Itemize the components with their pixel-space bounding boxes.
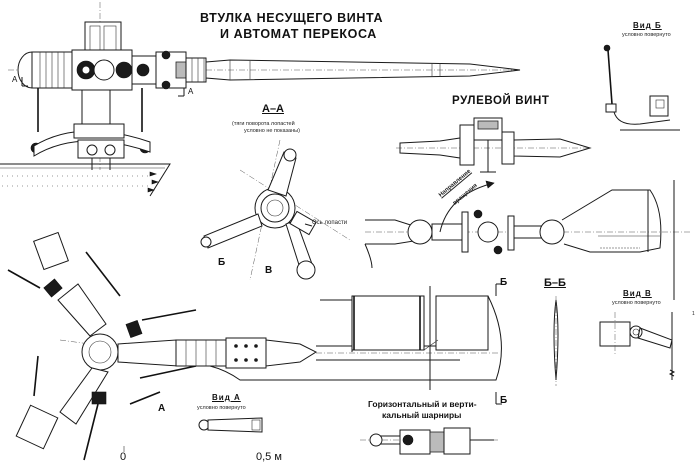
marker-b-top: Б <box>500 277 508 288</box>
title-line2: И АВТОМАТ ПЕРЕКОСА <box>220 27 377 41</box>
view-b-note: условно повернуто <box>622 32 671 38</box>
section-aa-label: А–А <box>262 103 285 115</box>
tail-rotor-title: РУЛЕВОЙ ВИНТ <box>452 95 550 107</box>
tail-rotor-side-view <box>364 180 690 300</box>
marker-b-bottom: Б <box>500 395 508 406</box>
hinges-caption-line2: кальный шарниры <box>382 410 462 420</box>
section-aa-note-line1: (тяги поворота лопастей <box>232 121 295 127</box>
main-rotor-hub-side-view <box>0 2 521 197</box>
marker-a-lower: А <box>158 403 166 414</box>
title-line1: ВТУЛКА НЕСУЩЕГО ВИНТА <box>200 11 384 25</box>
scale-start-label: 0 <box>120 451 127 463</box>
marker-a-right: А <box>188 87 194 96</box>
section-bb-label: Б–Б <box>544 277 566 289</box>
view-v-detail <box>599 312 676 380</box>
section-aa-note-line2: условно не показаны) <box>244 128 300 134</box>
view-a-note: условно повернуто <box>197 405 246 411</box>
marker-a-left: А <box>12 75 18 84</box>
section-aa-hub-plan <box>200 139 351 281</box>
hinges-caption-line1: Горизонтальный и верти- <box>368 399 477 409</box>
marker-v-hub: В <box>265 265 273 276</box>
view-v-note: условно повернуто <box>612 300 661 306</box>
scale-end-label: 0,5 м <box>256 451 282 463</box>
main-rotor-hub-plan-view <box>7 231 502 461</box>
tail-rotor-top-view <box>396 117 592 173</box>
marker-b-hub: Б <box>218 257 226 268</box>
page-mark: 1 <box>692 311 695 317</box>
section-bb-blade-profile <box>495 283 559 405</box>
view-a-label: Вид А <box>212 393 241 402</box>
view-v-label: Вид В <box>623 289 652 298</box>
blade-axis-label: Ось лопасти <box>312 220 348 226</box>
view-b-label: Вид Б <box>633 21 662 30</box>
view-b-detail <box>603 44 680 131</box>
hinges-detail <box>360 427 500 455</box>
